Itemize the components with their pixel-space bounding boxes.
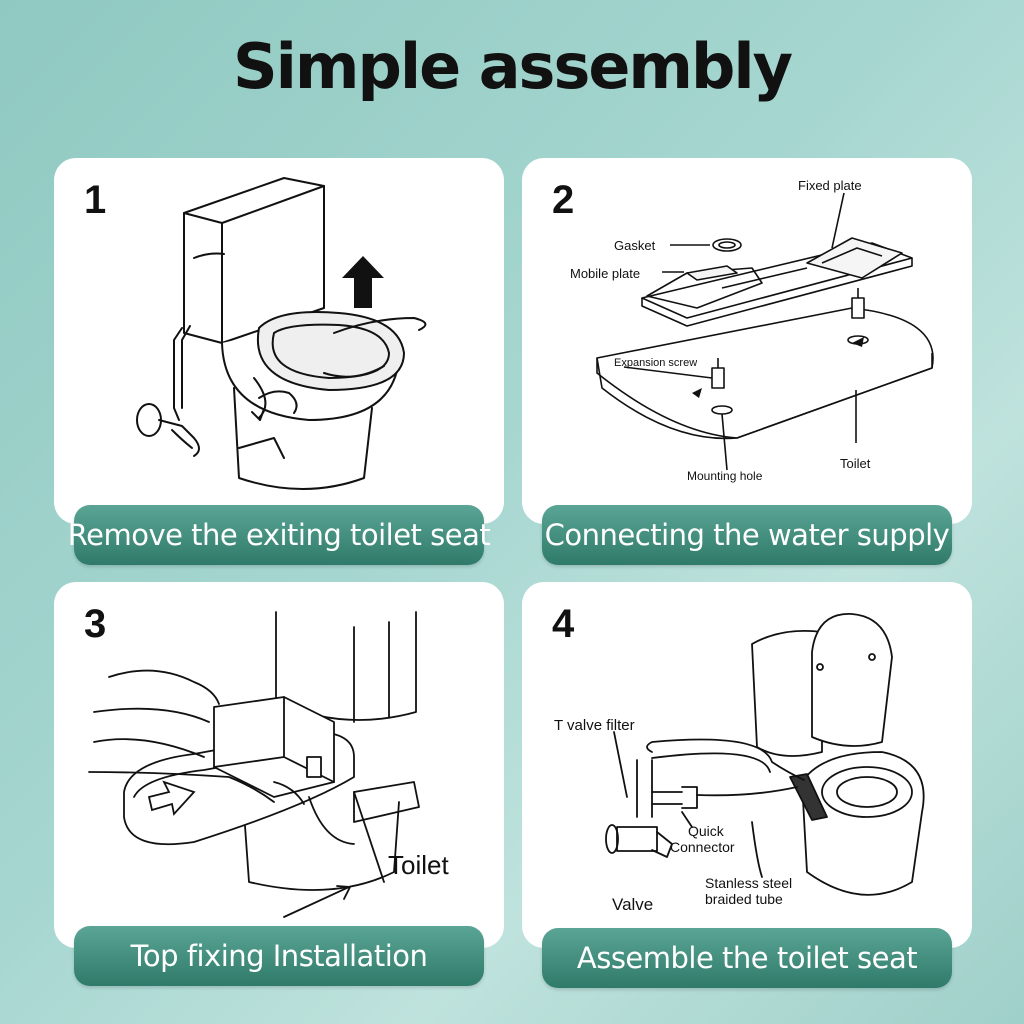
step-1-number: 1 — [84, 178, 107, 222]
label-gasket: Gasket — [614, 238, 656, 253]
step-1-card: 1 — [54, 158, 504, 524]
label-mobile-plate: Mobile plate — [570, 266, 640, 281]
step-2-illustration: Fixed plate Gasket Mobile plate Expansio… — [570, 178, 934, 483]
step-3-illustration: Toilet — [88, 611, 449, 918]
step-1-illustration — [136, 177, 427, 490]
page-title: Simple assembly — [232, 30, 793, 103]
label-stainless-line1: Stanless steel — [705, 875, 792, 891]
insert-arrow-icon — [147, 780, 196, 816]
label-toilet: Toilet — [840, 456, 871, 471]
step-2-caption: Connecting the water supply — [542, 505, 952, 565]
step-2-number: 2 — [552, 178, 575, 222]
step-4-number: 4 — [552, 602, 575, 646]
step-4-caption: Assemble the toilet seat — [542, 928, 952, 988]
step-4-illustration: T valve filter Quick Connector Valve Sta… — [554, 613, 925, 914]
label-fixed-plate: Fixed plate — [798, 178, 862, 193]
step-4-card: 4 — [522, 582, 972, 948]
label-mounting-hole: Mounting hole — [687, 469, 763, 483]
up-arrow-icon — [342, 256, 384, 308]
label-connector: Connector — [670, 839, 735, 855]
step-1-caption: Remove the exiting toilet seat — [68, 505, 491, 565]
label-valve: Valve — [612, 895, 653, 914]
label-t-valve-filter: T valve filter — [554, 717, 635, 734]
step-3-caption: Top fixing Installation — [74, 926, 484, 986]
label-stainless-line2: braided tube — [705, 891, 783, 907]
step-2-card: 2 — [522, 158, 972, 524]
step-3-number: 3 — [84, 602, 107, 646]
label-quick: Quick — [688, 823, 725, 839]
step-3-card: 3 — [54, 582, 504, 948]
label-expansion-screw: Expansion screw — [614, 357, 697, 369]
label-toilet: Toilet — [388, 850, 449, 880]
